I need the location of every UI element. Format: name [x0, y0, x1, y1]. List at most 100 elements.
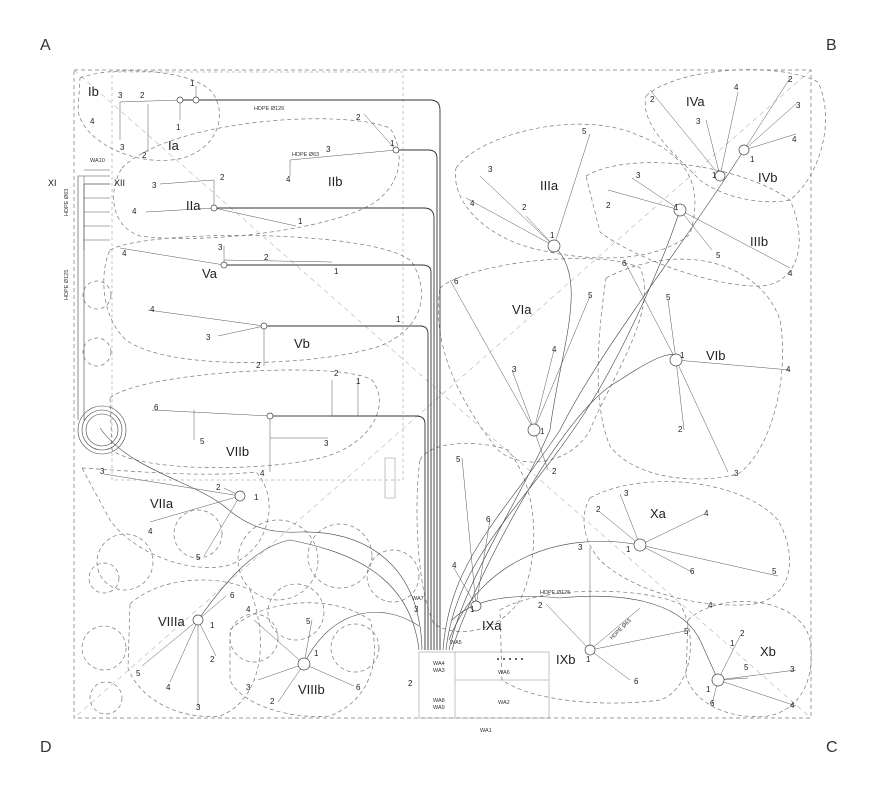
zone-boundary-iiib	[585, 162, 800, 287]
svg-text:3: 3	[326, 145, 331, 154]
well-labels: WA1 WA2 WA3 WA4 WA5 WA6 WA7 WA8 WA9 WA10	[90, 158, 510, 734]
svg-text:6: 6	[356, 683, 361, 692]
coil-hub	[77, 405, 127, 455]
svg-text:3: 3	[118, 91, 123, 100]
svg-text:4: 4	[260, 469, 265, 478]
svg-text:4: 4	[132, 207, 137, 216]
svg-text:3: 3	[246, 683, 251, 692]
svg-text:4: 4	[704, 509, 709, 518]
zone-boundary-vib	[597, 258, 783, 480]
zone-boundary-viiib	[229, 602, 375, 717]
manifold-xi-xii	[83, 169, 110, 250]
zone-label-ixa: IXa	[482, 618, 502, 633]
zone-boundary-viib	[109, 369, 380, 468]
zone-label-xa: Xa	[650, 506, 667, 521]
pipe-label-hdpe63-left: HDPE Ø63	[64, 189, 70, 216]
svg-text:4: 4	[790, 701, 795, 710]
svg-text:1: 1	[176, 123, 181, 132]
zone-boundary-viiia	[127, 579, 261, 717]
zone-boundary-va-vb	[103, 235, 422, 363]
zone-label-iiib: IIIb	[750, 234, 768, 249]
svg-text:2: 2	[270, 697, 275, 706]
svg-text:3: 3	[120, 143, 125, 152]
svg-text:3: 3	[578, 543, 583, 552]
svg-text:2: 2	[552, 467, 557, 476]
well-label-wa7: WA7	[412, 596, 424, 602]
svg-text:1: 1	[190, 79, 195, 88]
zone-label-xb: Xb	[760, 644, 776, 659]
valve-hubs	[176, 96, 750, 687]
zone-label-ixb: IXb	[556, 652, 576, 667]
svg-text:2: 2	[740, 629, 745, 638]
zone-label-vb: Vb	[294, 336, 310, 351]
svg-text:6: 6	[454, 277, 459, 286]
svg-text:2: 2	[650, 95, 655, 104]
svg-text:1: 1	[706, 685, 711, 694]
svg-text:2: 2	[522, 203, 527, 212]
svg-text:4: 4	[792, 135, 797, 144]
zone-label-iib: IIb	[328, 174, 342, 189]
zone-label-iiia: IIIa	[540, 178, 559, 193]
zone-label-iva: IVa	[686, 94, 705, 109]
svg-text:3: 3	[414, 605, 419, 614]
svg-text:2: 2	[142, 151, 147, 160]
svg-text:6: 6	[486, 515, 491, 524]
svg-text:3: 3	[152, 181, 157, 190]
well-label-wa6: WA6	[498, 670, 510, 676]
svg-text:2: 2	[356, 113, 361, 122]
svg-text:6: 6	[230, 591, 235, 600]
svg-text:5: 5	[306, 617, 311, 626]
svg-text:3: 3	[734, 469, 739, 478]
svg-text:1: 1	[586, 655, 591, 664]
svg-text:4: 4	[708, 601, 713, 610]
pipe-label-hdpe63-top: HDPE Ø63	[292, 152, 319, 158]
zone-label-ib: Ib	[88, 84, 99, 99]
svg-text:1: 1	[470, 605, 475, 614]
svg-text:1: 1	[254, 493, 259, 502]
zone-boundary-xa	[583, 481, 790, 606]
pipe-label-hdpe125-right: HDPE Ø125	[540, 590, 570, 596]
svg-text:1: 1	[750, 155, 755, 164]
well-label-wa9: WA9	[433, 705, 445, 711]
svg-text:2: 2	[596, 505, 601, 514]
svg-text:4: 4	[734, 83, 739, 92]
well-label-wa5: WA5	[450, 640, 462, 646]
svg-text:3: 3	[624, 489, 629, 498]
svg-text:1: 1	[712, 171, 717, 180]
zone-boundary-iib-iia	[113, 118, 400, 239]
svg-text:5: 5	[716, 251, 721, 260]
well-label-wa10: WA10	[90, 158, 105, 164]
zone-boundary-iva-ivb	[644, 69, 826, 203]
svg-text:4: 4	[150, 305, 155, 314]
valve-box-dots	[497, 658, 523, 660]
corner-label-d: D	[40, 739, 52, 756]
zone-boundary-xb	[685, 601, 812, 717]
zone-label-ia: Ia	[168, 138, 180, 153]
svg-text:2: 2	[408, 679, 413, 688]
corner-label-a: A	[40, 37, 51, 54]
svg-text:4: 4	[148, 527, 153, 536]
sprinkler-branches	[103, 77, 797, 707]
corner-label-c: C	[826, 739, 838, 756]
svg-text:1: 1	[550, 231, 555, 240]
zone-boundary-viia	[81, 467, 270, 568]
svg-text:5: 5	[666, 293, 671, 302]
svg-text:6: 6	[710, 699, 715, 708]
pipe-label-hdpe125-left: HDPE Ø125	[64, 270, 70, 300]
svg-text:5: 5	[200, 437, 205, 446]
svg-text:2: 2	[334, 369, 339, 378]
zone-boundary-iiia	[455, 123, 696, 259]
well-label-wa1: WA1	[480, 728, 492, 734]
svg-text:2: 2	[210, 655, 215, 664]
tree-circles	[81, 280, 420, 715]
svg-text:1: 1	[210, 621, 215, 630]
svg-text:5: 5	[684, 627, 689, 636]
zone-label-xi: XI	[48, 178, 57, 188]
svg-text:4: 4	[786, 365, 791, 374]
svg-text:4: 4	[452, 561, 457, 570]
svg-text:4: 4	[286, 175, 291, 184]
svg-text:5: 5	[588, 291, 593, 300]
svg-text:3: 3	[100, 467, 105, 476]
pipe-label-hdpe126: HDPE Ø126	[254, 106, 284, 112]
site-boundary	[73, 69, 812, 719]
